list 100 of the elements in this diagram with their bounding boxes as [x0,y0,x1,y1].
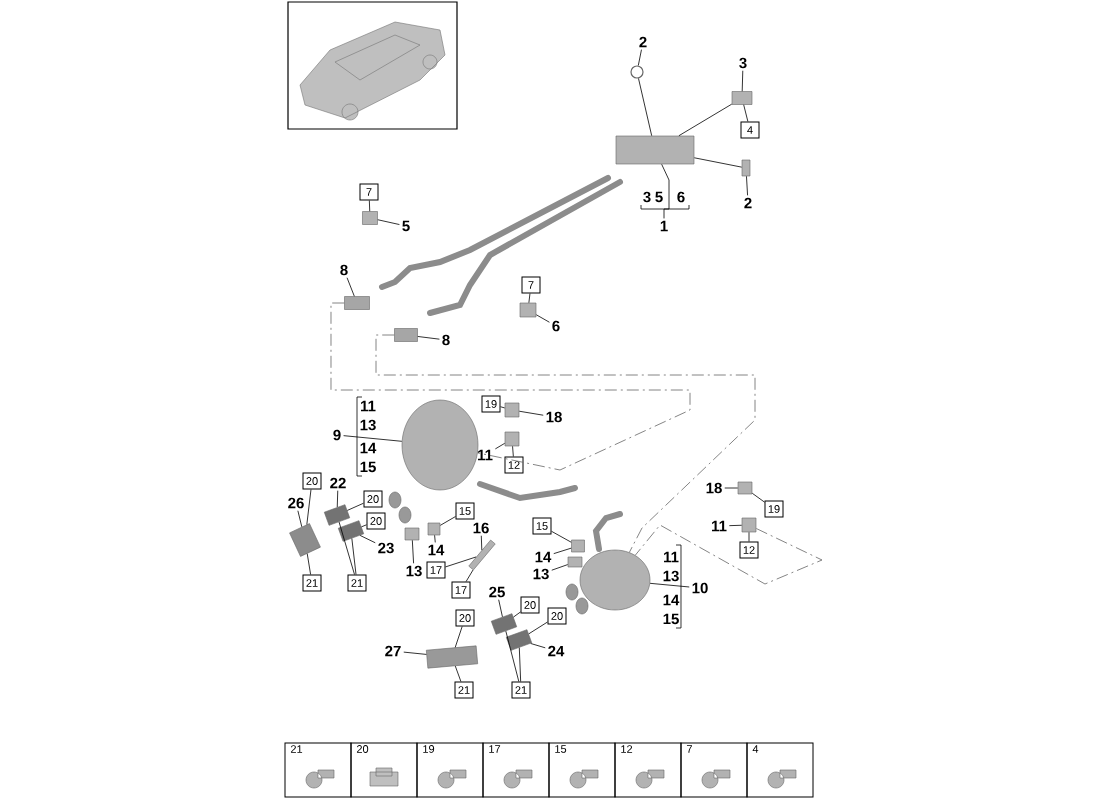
callout-number: 14 [360,442,377,454]
cell-number: 20 [356,745,369,753]
leader-line [480,535,483,551]
part-number-box: 21 [302,574,322,592]
leader-line [361,524,367,528]
part-number-box: 15 [532,517,552,535]
leader-line [434,534,436,543]
leader-line [553,547,572,555]
dash-dot-line [375,334,756,553]
leader-line [498,599,503,618]
part-number-box: 19 [481,395,501,413]
mounting-bracket [731,91,753,105]
dash-dot-line [634,524,823,585]
callout-number: 14 [663,594,680,606]
leader-line [346,502,364,511]
leader-line [505,630,520,682]
leader-line [741,70,744,92]
leader-line [528,621,548,635]
pipe-clamp [344,296,370,310]
leader-line [403,651,427,655]
part-number-box: 7 [521,276,541,294]
callout-number: 2 [639,36,647,48]
callout-number: 11 [478,449,493,461]
callout-number: 14 [428,544,445,556]
cell-number: 17 [489,745,501,753]
rear-silencer [579,549,651,611]
leader-line [494,442,506,450]
tailpipe-tip [490,613,518,635]
pipe-clamp [567,556,583,568]
leader-line [637,49,642,66]
callout-number: 8 [442,334,450,346]
leader-line [343,435,403,442]
leader-line [338,521,355,575]
leader-line [678,103,733,137]
rear-silencer [401,399,479,491]
callout-number: 22 [330,477,346,489]
leader-line [518,647,522,682]
leader-line [439,516,456,526]
callout-number: 5 [655,191,663,203]
part-number-box: 20 [366,512,386,530]
part-number-box: 19 [764,500,784,518]
callout-number: 11 [712,520,727,532]
leader-line [551,564,569,571]
leader-line [693,157,743,168]
callout-number: 23 [378,542,394,554]
callout-number: 13 [533,568,549,580]
callout-number: 9 [333,429,341,441]
cell-number: 7 [686,745,692,753]
callout-number: 6 [677,191,685,203]
part-number-box: 21 [511,681,531,699]
leader-line [306,553,311,575]
leader-line [351,538,357,575]
mounting-bracket [362,211,378,225]
part-number-box: 21 [347,574,367,592]
cell-number: 21 [290,745,303,753]
ring-clamp [630,65,644,79]
callout-number: 13 [406,565,422,577]
callout-number: 18 [706,482,722,494]
leader-line [368,200,371,212]
leader-line [336,490,339,508]
cell-number: 4 [752,745,759,753]
leader-line [445,556,477,568]
leader-line [551,530,572,543]
mounting-bracket [427,522,441,536]
callout-number: 15 [663,613,679,625]
callout-number: 27 [385,645,401,657]
cell-number: 12 [621,745,633,753]
leader-line [649,582,690,588]
rubber-hanger [741,159,751,177]
front-silencer [615,135,695,165]
leader-line [512,445,514,457]
leader-line [417,336,440,340]
pipe-clamp [394,328,418,342]
mounting-bracket [504,431,520,447]
leader-line [513,611,521,618]
leader-line [748,531,750,542]
leader-line [528,293,531,304]
leader-line [743,104,749,122]
leader-line [359,535,376,544]
callout-number: 5 [402,220,410,232]
part-number-box: 12 [739,541,759,559]
callout-number: 13 [360,419,376,431]
callout-number: 25 [489,586,505,598]
callout-number: 11 [664,551,679,563]
trim-panel [426,645,478,669]
part-number-box: 17 [451,581,471,599]
tailpipe-tip [323,504,351,526]
part-number-box: 20 [302,472,322,490]
leader-line [751,492,765,503]
leader-line [297,510,303,528]
leader-line [500,406,506,409]
callout-number: 8 [340,264,348,276]
leader-line [638,78,653,137]
callout-number: 16 [473,522,489,534]
leader-line [661,163,670,219]
pipe-clamp [404,527,420,541]
mounting-bracket [504,402,520,418]
callout-number: 14 [535,551,552,563]
part-number-box: 7 [359,183,379,201]
leader-line [454,665,462,682]
